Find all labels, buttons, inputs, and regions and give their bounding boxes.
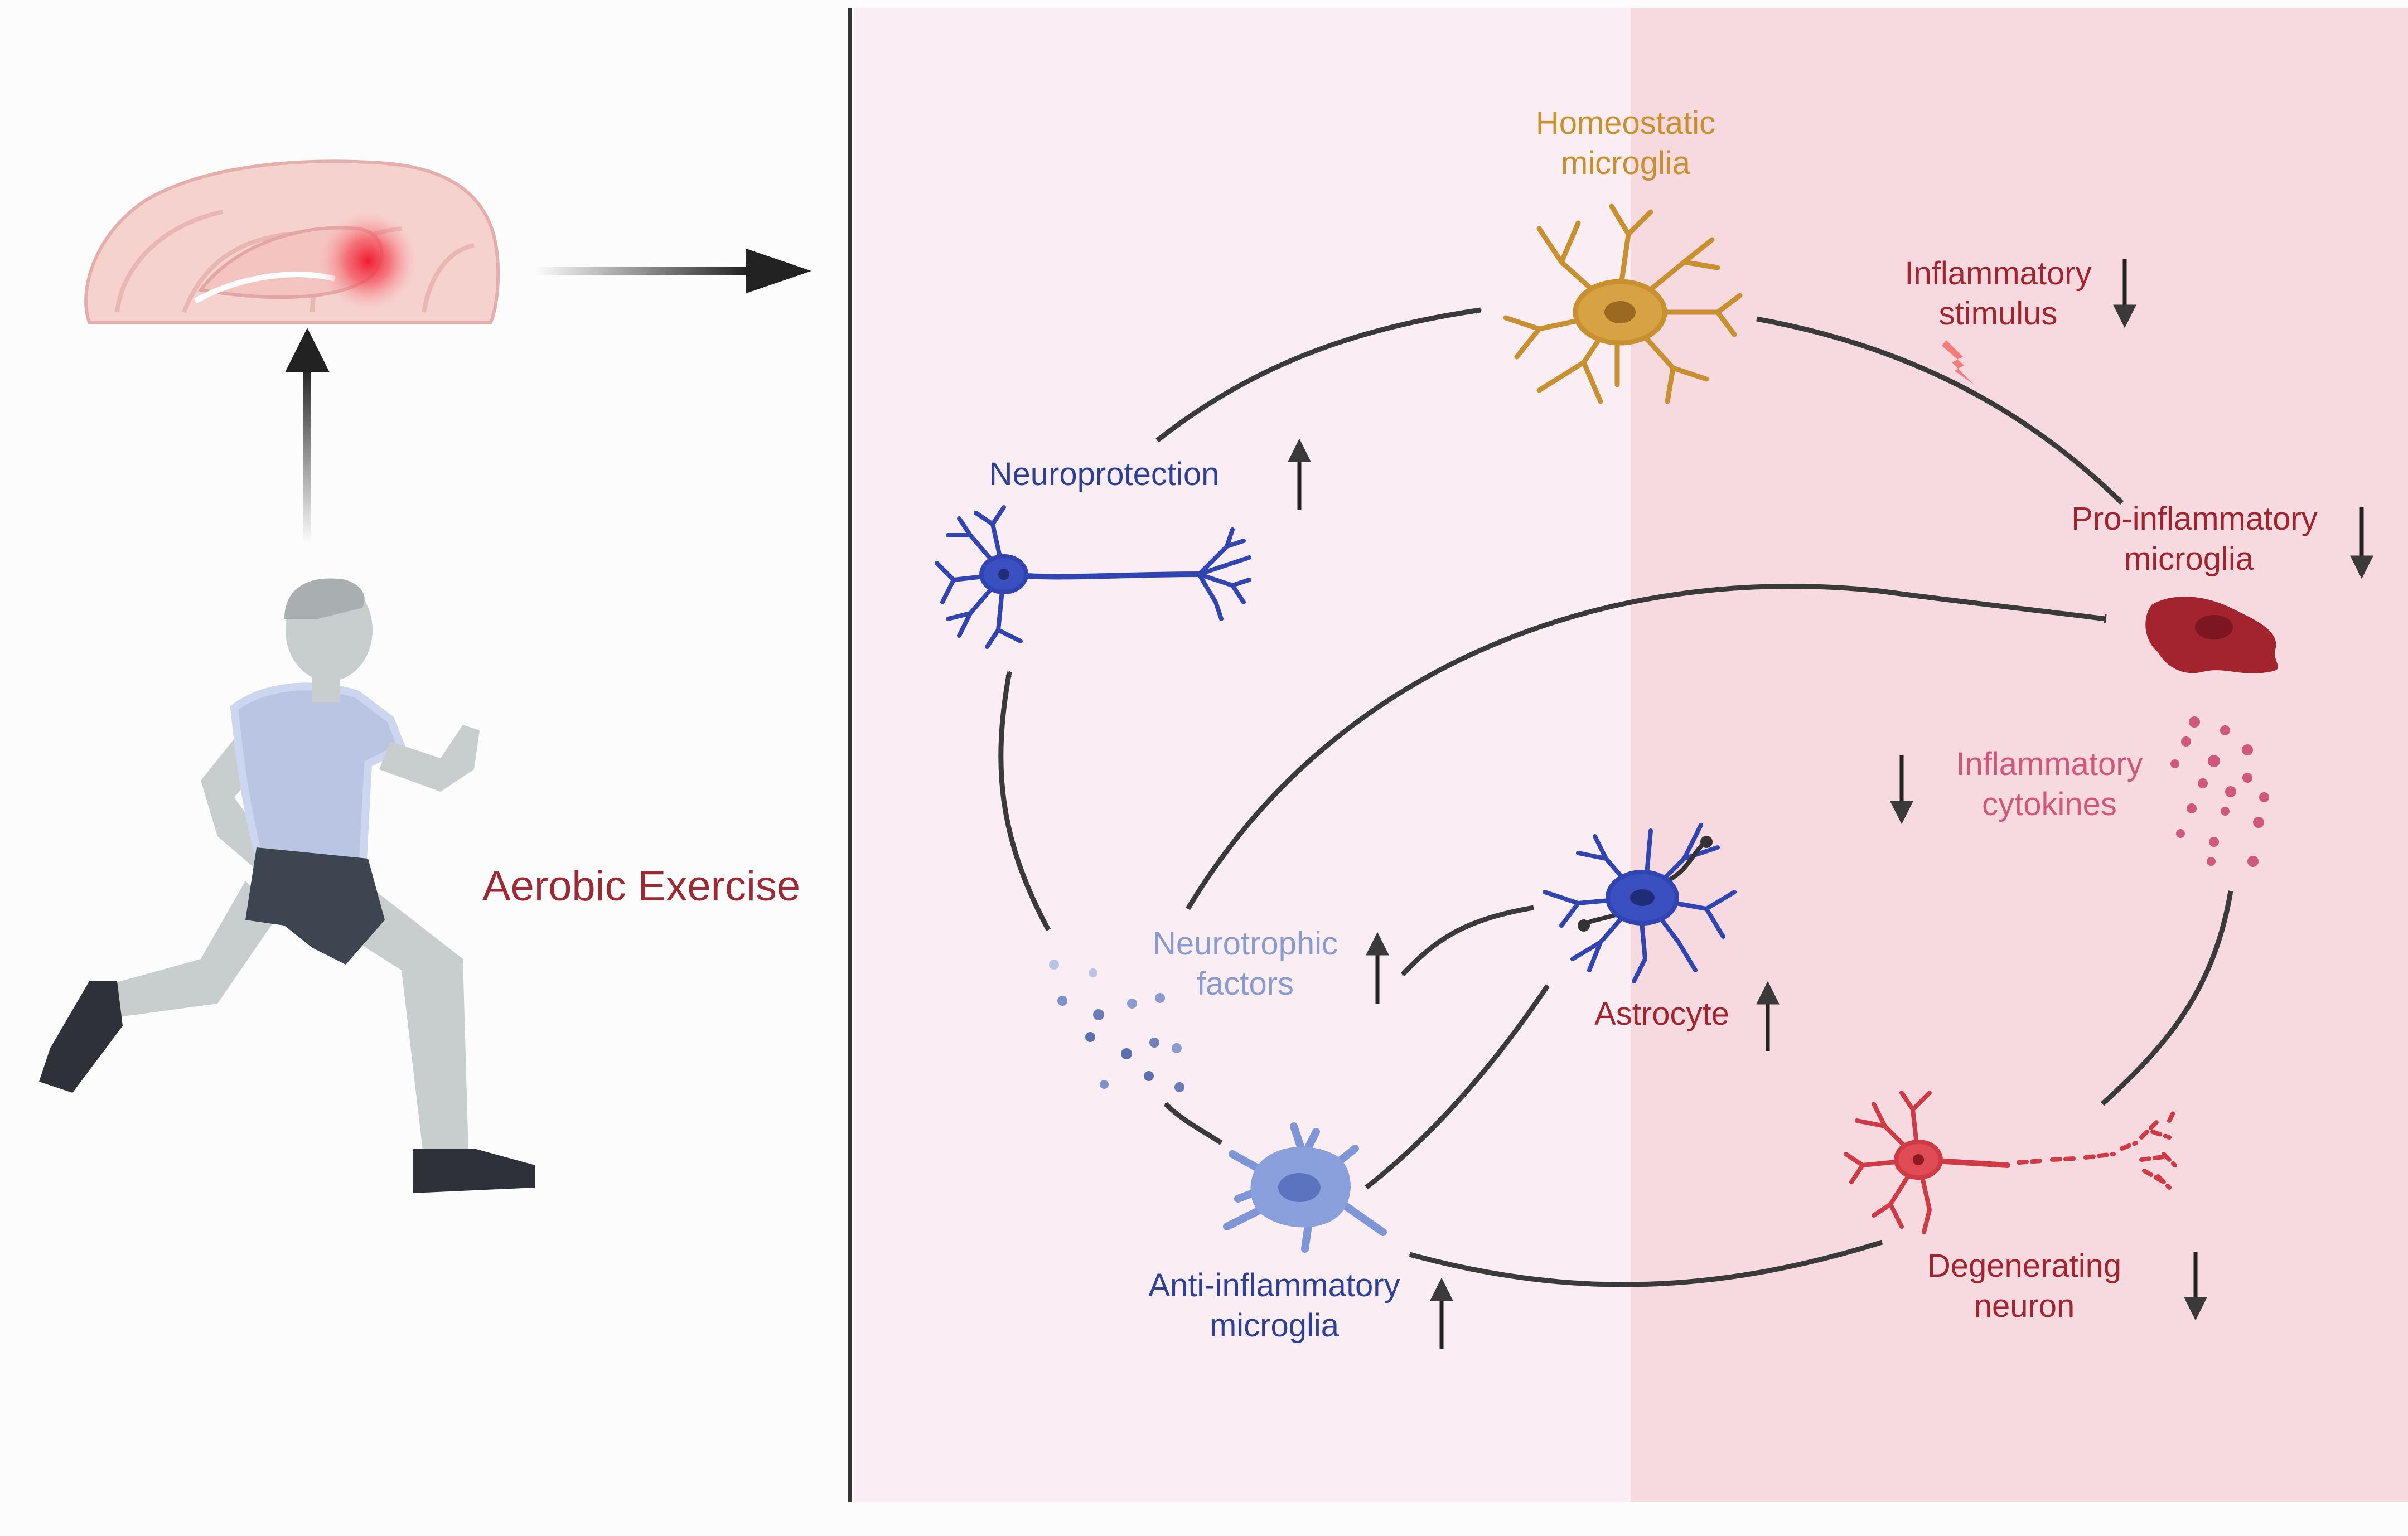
brain-icon [84,159,500,324]
inflammatory-cytokines-label-line2: cytokines [1982,786,2117,822]
degenerating-neuron-cell [1844,1091,2177,1234]
healthy-neuron-cell [935,505,1251,649]
anti-inflammatory-microglia-label-line1: Anti-inflammatory [1148,1267,1400,1304]
panel-divider-line [848,8,852,1502]
anti-inflammatory-microglia-label-line2: microglia [1210,1307,1340,1344]
right-panel-light-background [854,8,1631,1502]
pro-inflammatory-microglia-label-line2: microglia [2124,541,2254,577]
right-panel-dark-background [1631,8,2408,1502]
cycle-arrows [998,307,2233,1287]
pro-inflammatory-microglia-label: Pro-inflammatory microglia [2071,501,2318,577]
arrow-homeostatic-to-pro-inflammatory [1756,316,2124,505]
arrow-neuroprotection-to-homeostatic [1155,307,1482,443]
aerobic-exercise-label: Aerobic Exercise [482,863,800,910]
neurotrophic-factors-label-line1: Neurotrophic [1153,926,1338,962]
runner-up-arrow-shaft [303,368,311,544]
runner-figure [39,578,535,1193]
degenerating-neuron-label-line2: neuron [1974,1288,2075,1324]
arrow-degenerating-to-anti-inflammatory [1408,1239,1883,1287]
pro-inflammatory-microglia-label-line1: Pro-inflammatory [2071,501,2318,537]
arrow-pro-inflammatory-to-degenerating [2100,890,2233,1106]
inflammatory-cytokines-label-line1: Inflammatory [1956,746,2143,782]
neurotrophic-factors-label-line2: factors [1197,966,1294,1002]
neurotrophic-factors-label: Neurotrophic factors [1153,926,1338,1002]
inflammatory-stimulus-label-line1: Inflammatory [1904,255,2091,292]
brain-right-arrow-shaft [534,267,746,275]
inflammatory-stimulus-label: Inflammatory stimulus [1904,255,2091,332]
arrow-anti-inflammatory-to-neurotrophic [1163,1102,1223,1145]
arrow-anti-inflammatory-to-astrocyte [1365,984,1550,1190]
runner-up-arrowhead [285,328,330,372]
inflammatory-stimulus-label-line2: stimulus [1939,295,2058,332]
neuroprotection-label: Neuroprotection [989,456,1220,492]
homeostatic-microglia-label: Homeostatic microglia [1536,105,1715,181]
trend-arrows [1288,259,2373,1349]
pro-inflammatory-microglia-cell [2145,597,2279,673]
astrocyte-cell [1543,823,1737,983]
arrow-neurotrophic-to-neuroprotection [998,670,1051,932]
anti-inflammatory-microglia-cell [1223,1122,1387,1253]
inflammatory-cytokines-label: Inflammatory cytokines [1956,746,2143,822]
anti-inflammatory-microglia-label: Anti-inflammatory microglia [1148,1267,1400,1344]
degenerating-neuron-label: Degenerating neuron [1927,1248,2121,1324]
arrow-astrocyte-to-neurotrophic [1400,905,1534,977]
homeostatic-microglia-cell [1503,203,1743,404]
inflammatory-stimulus-lightning-icon [1942,340,1974,385]
astrocyte-label: Astrocyte [1594,996,1729,1032]
degenerating-neuron-label-line1: Degenerating [1927,1248,2121,1284]
neurotrophic-factor-particles [1049,960,1184,1092]
brain-right-arrowhead [746,249,811,293]
inhibition-neurotrophic-to-pro-inflammatory [1186,584,2107,910]
homeostatic-microglia-label-line2: microglia [1561,145,1691,181]
homeostatic-microglia-label-line1: Homeostatic [1536,105,1715,141]
inflammatory-cytokine-particles [2170,716,2269,867]
